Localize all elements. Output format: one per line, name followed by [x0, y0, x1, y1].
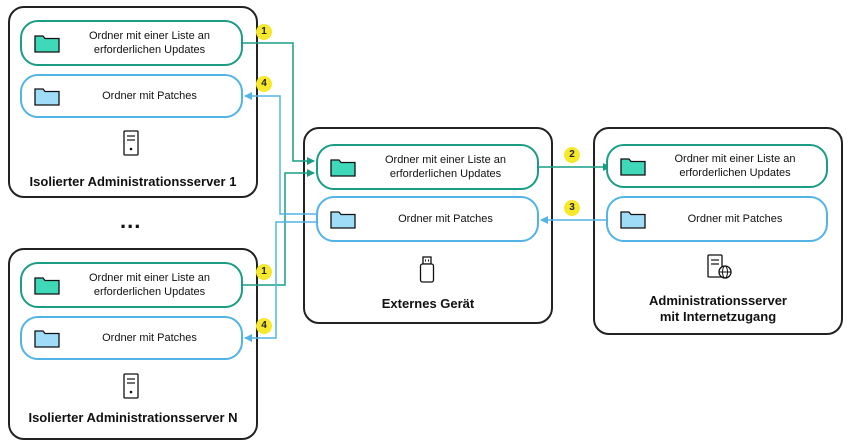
folder-patches-isolated-n: Ordner mit Patches [20, 316, 243, 360]
arrow-step-4-top [244, 92, 318, 215]
arrow-step-1-top [243, 42, 315, 165]
folder-label-line1: Ordner mit einer Liste an [384, 154, 507, 166]
folder-patches-isolated-1: Ordner mit Patches [20, 74, 243, 118]
folder-label: Ordner mit Patches [398, 213, 493, 225]
folder-updates-list-isolated-1: Ordner mit einer Liste an erforderlichen … [20, 20, 243, 66]
folder-icon [34, 88, 60, 106]
folder-label-line2: erforderlichen Updates [389, 168, 502, 180]
panel-title-internet-line2: mit Internetzugang [659, 309, 777, 324]
folder-label-line2: erforderlichen Updates [679, 167, 791, 179]
folder-icon [330, 159, 356, 177]
folder-patches-internet: Ordner mit Patches [606, 196, 828, 242]
arrow-step-1-bottom [243, 169, 315, 286]
folder-label-line1: Ordner mit einer Liste an [88, 30, 211, 42]
arrow-step-4-bottom [244, 221, 318, 342]
panel-title-external: Externes Gerät [381, 296, 475, 311]
folder-icon [34, 330, 60, 348]
server-globe-icon [707, 254, 732, 279]
folder-icon [330, 211, 356, 229]
server-icon [123, 130, 139, 156]
folder-updates-list-isolated-n: Ordner mit einer Liste an erforderlichen … [20, 262, 243, 308]
more-servers-ellipsis: ... [120, 208, 142, 233]
step-badge-2: 2 [564, 147, 580, 163]
folder-label-line2: erforderlichen Updates [93, 286, 206, 298]
folder-label-line1: Ordner mit einer Liste an [88, 272, 211, 284]
folder-icon [620, 158, 646, 176]
panel-title-isolated-1: Isolierter Administrationsserver 1 [29, 174, 237, 189]
folder-label-line1: Ordner mit einer Liste an [674, 153, 796, 165]
folder-patches-external: Ordner mit Patches [316, 196, 539, 242]
step-badge-1-bottom: 1 [256, 264, 272, 280]
panel-title-internet-line1: Administrationsserver [649, 293, 787, 308]
folder-updates-list-internet: Ordner mit einer Liste an erforderlichen … [606, 144, 828, 188]
folder-icon [620, 211, 646, 229]
step-badge-1-top: 1 [256, 24, 272, 40]
usb-drive-icon [419, 256, 435, 283]
step-badge-4-bottom: 4 [256, 318, 272, 334]
step-badge-3: 3 [564, 200, 580, 216]
folder-label-line2: erforderlichen Updates [93, 44, 206, 56]
step-badge-4-top: 4 [256, 76, 272, 92]
panel-title-isolated-n: Isolierter Administrationsserver N [28, 410, 238, 425]
server-icon [123, 373, 139, 399]
folder-label: Ordner mit Patches [687, 213, 783, 225]
folder-icon [34, 277, 60, 295]
folder-icon [34, 35, 60, 53]
folder-updates-list-external: Ordner mit einer Liste an erforderlichen … [316, 144, 539, 190]
folder-label: Ordner mit Patches [102, 90, 197, 102]
folder-label: Ordner mit Patches [102, 332, 197, 344]
